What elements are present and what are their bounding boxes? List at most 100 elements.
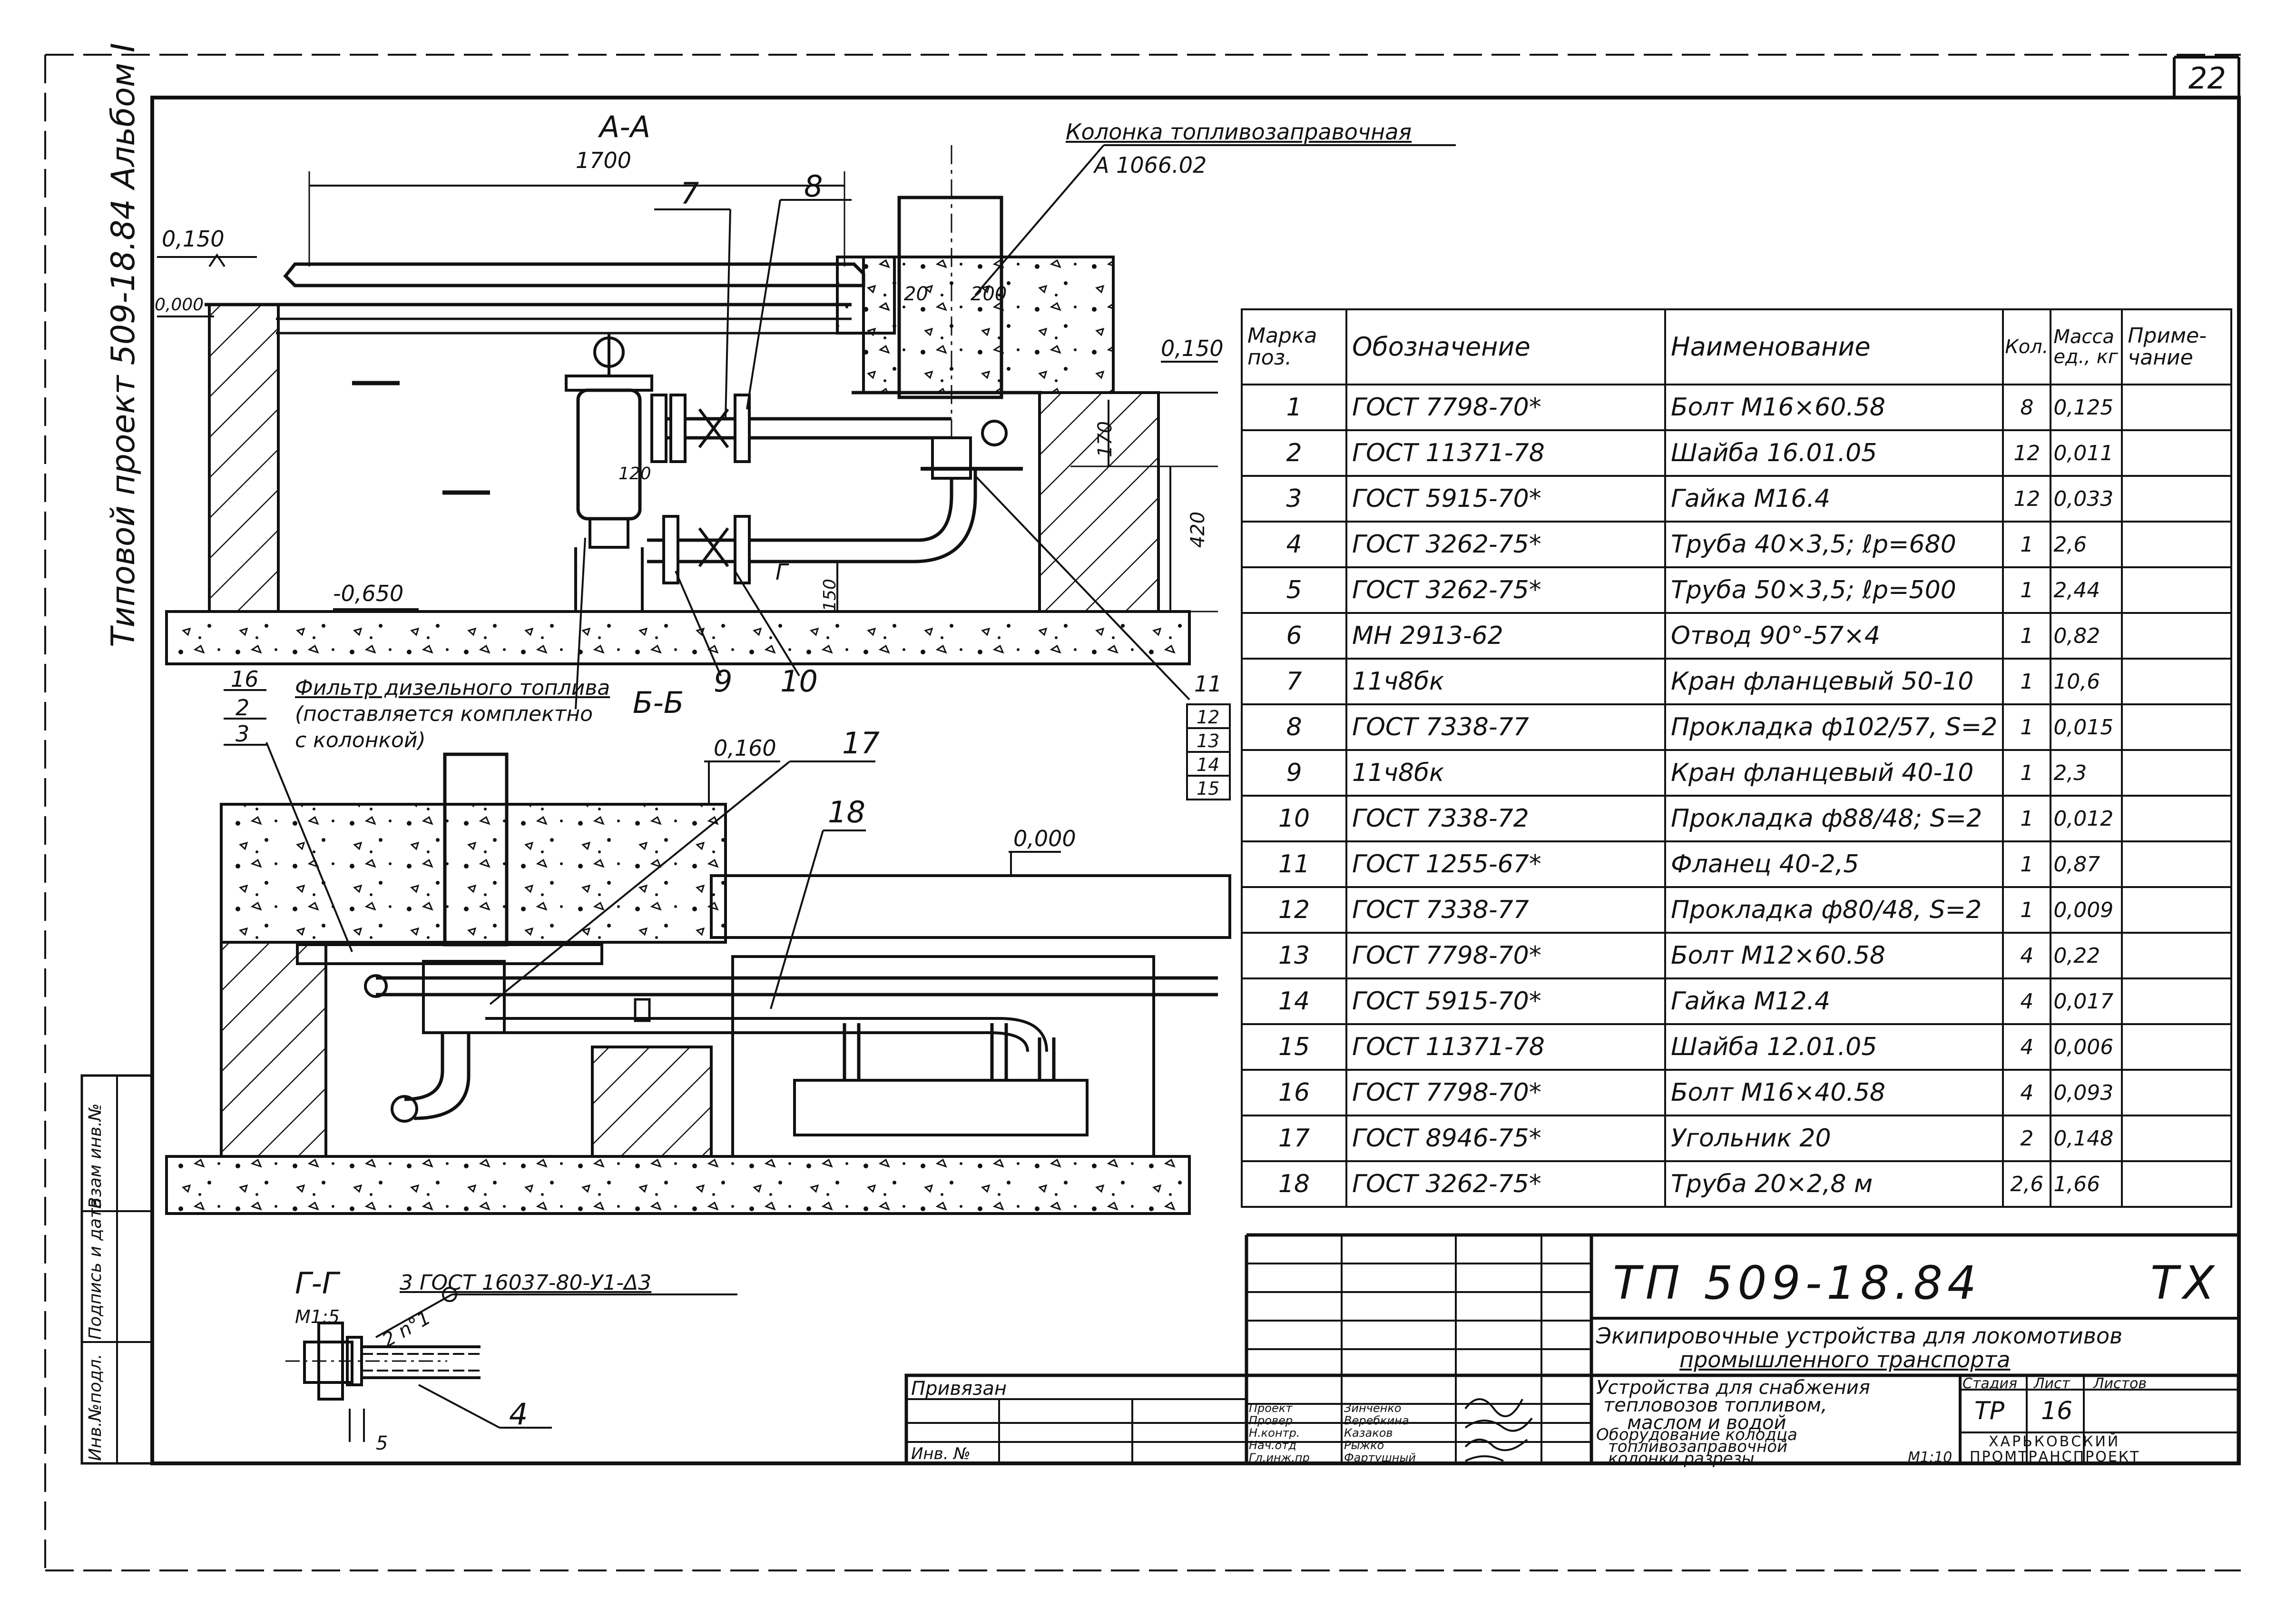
filter-label-2: (поставляется комплектно <box>295 702 593 726</box>
side-stamp-2: Подпись и дата <box>86 1197 105 1340</box>
callout-3: 3 <box>235 721 250 747</box>
spec-cell-pos: 3 <box>1241 475 1347 523</box>
spec-cell-designation: ГОСТ 7338-77 <box>1345 886 1666 934</box>
sheet-no: 16 <box>2041 1397 2073 1425</box>
callout-10: 10 <box>780 664 818 699</box>
dim-150: 150 <box>820 579 840 612</box>
spec-cell-designation: МН 2913-62 <box>1345 612 1666 660</box>
project-line-2: промышленного транспорта <box>1679 1347 2011 1372</box>
dim-1700: 1700 <box>576 148 632 173</box>
spec-cell-qty: 4 <box>2002 932 2052 979</box>
header-name: Наименование <box>1664 308 2004 385</box>
spec-cell-name: Труба 50×3,5; ℓр=500 <box>1664 566 2004 614</box>
dim-170: 170 <box>1094 421 1117 458</box>
spec-cell-qty: 12 <box>2002 475 2052 523</box>
spec-cell-designation: ГОСТ 11371-78 <box>1345 1023 1666 1071</box>
sheet-line-3: колонки разрезы <box>1608 1449 1755 1468</box>
side-stamp-3: Взам инв.№ <box>86 1103 105 1209</box>
spec-cell-note <box>2121 475 2233 523</box>
inv-no-label: Инв. № <box>911 1444 971 1463</box>
mark-g: Г <box>775 559 788 585</box>
spec-cell-pos: 6 <box>1241 612 1347 660</box>
role-name: Рыжко <box>1344 1439 1384 1452</box>
dim-20: 20 <box>904 283 928 305</box>
spec-cell-name: Гайка М16.4 <box>1664 475 2004 523</box>
spec-cell-name: Прокладка ф102/57, S=2 <box>1664 703 2004 751</box>
part-line-2: тепловозов топливом, <box>1603 1394 1827 1416</box>
header-mark: Марка поз. <box>1241 308 1347 385</box>
spec-cell-note <box>2121 932 2233 979</box>
spec-cell-designation: ГОСТ 3262-75* <box>1345 521 1666 568</box>
spec-cell-name: Гайка М12.4 <box>1664 977 2004 1025</box>
spec-cell-name: Шайба 12.01.05 <box>1664 1023 2004 1071</box>
spec-cell-qty: 1 <box>2002 658 2052 705</box>
spec-cell-qty: 1 <box>2002 840 2052 888</box>
spec-cell-qty: 1 <box>2002 795 2052 842</box>
spec-cell-mass: 0,009 <box>2050 886 2123 934</box>
spec-cell-note <box>2121 429 2233 477</box>
spec-cell-note <box>2121 521 2233 568</box>
spec-cell-mass: 0,125 <box>2050 384 2123 431</box>
stage-label: Стадия <box>1962 1375 2018 1392</box>
level-0000: 0,000 <box>155 295 204 315</box>
spec-cell-designation: ГОСТ 7338-77 <box>1345 703 1666 751</box>
callout-12: 12 <box>1197 707 1220 728</box>
spec-cell-note <box>2121 1069 2233 1116</box>
spec-cell-mass: 1,66 <box>2050 1160 2123 1208</box>
sheet-line-2: топливозаправочной <box>1608 1437 1788 1456</box>
spec-cell-name: Болт М12×60.58 <box>1664 932 2004 979</box>
spec-cell-name: Отвод 90°-57×4 <box>1664 612 2004 660</box>
header-note: Приме- чание <box>2121 308 2233 385</box>
spec-cell-qty: 4 <box>2002 977 2052 1025</box>
spec-cell-pos: 8 <box>1241 703 1347 751</box>
spec-cell-qty: 4 <box>2002 1069 2052 1116</box>
role-name: Фартушный <box>1344 1451 1416 1464</box>
spec-cell-qty: 2 <box>2002 1115 2052 1162</box>
spec-cell-designation: ГОСТ 8946-75* <box>1345 1115 1666 1162</box>
spec-cell-qty: 2,6 <box>2002 1160 2052 1208</box>
stage-value: ТР <box>1974 1397 2005 1425</box>
spec-cell-designation: ГОСТ 7798-70* <box>1345 384 1666 431</box>
spec-cell-mass: 0,017 <box>2050 977 2123 1025</box>
spec-cell-name: Прокладка ф88/48; S=2 <box>1664 795 2004 842</box>
callout-7: 7 <box>680 176 699 211</box>
spec-cell-mass: 0,033 <box>2050 475 2123 523</box>
spec-cell-mass: 0,82 <box>2050 612 2123 660</box>
spec-cell-mass: 0,148 <box>2050 1115 2123 1162</box>
role-label: Гл.инж.пр <box>1249 1451 1310 1464</box>
spec-cell-designation: ГОСТ 3262-75* <box>1345 566 1666 614</box>
dim-200: 200 <box>971 283 1007 305</box>
spec-cell-name: Болт М16×60.58 <box>1664 384 2004 431</box>
spec-cell-designation: ГОСТ 1255-67* <box>1345 840 1666 888</box>
spec-cell-pos: 2 <box>1241 429 1347 477</box>
part-line-3: маслом и водой <box>1627 1412 1786 1434</box>
spec-cell-note <box>2121 1023 2233 1071</box>
spec-cell-note <box>2121 566 2233 614</box>
spec-cell-qty: 4 <box>2002 1023 2052 1071</box>
spec-cell-note <box>2121 658 2233 705</box>
callout-13: 13 <box>1197 730 1220 751</box>
spec-cell-designation: ГОСТ 7798-70* <box>1345 932 1666 979</box>
sheet-scale: М1:10 <box>1908 1449 1953 1466</box>
spec-cell-qty: 1 <box>2002 566 2052 614</box>
column-code: А 1066.02 <box>1094 152 1207 178</box>
spec-cell-mass: 2,3 <box>2050 749 2123 797</box>
header-designation: Обозначение <box>1345 308 1666 385</box>
spec-cell-note <box>2121 886 2233 934</box>
spec-cell-mass: 2,44 <box>2050 566 2123 614</box>
spec-cell-note <box>2121 1160 2233 1208</box>
spec-cell-designation: ГОСТ 5915-70* <box>1345 475 1666 523</box>
dim-120: 120 <box>618 464 651 484</box>
spec-cell-pos: 11 <box>1241 840 1347 888</box>
role-name: Веребкина <box>1344 1414 1409 1427</box>
sheets-label: Листов <box>2093 1375 2147 1392</box>
